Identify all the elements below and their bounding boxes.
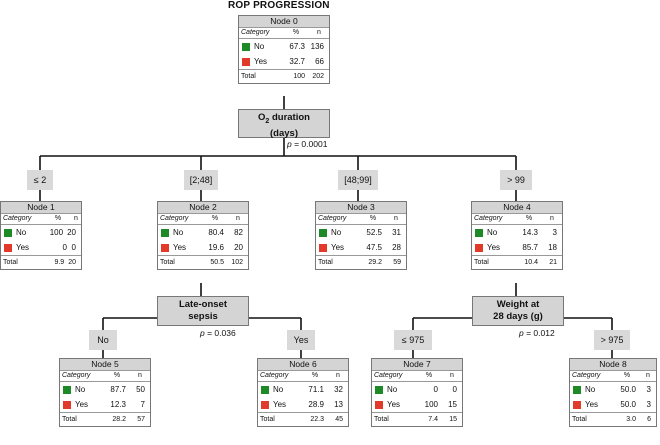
red-swatch-icon <box>319 243 327 252</box>
p-value-weight: p = 0.012 <box>519 328 555 338</box>
column-headers: Category % n <box>239 28 329 39</box>
branch-label-sepsis-yes: Yes <box>287 330 315 350</box>
red-swatch-icon <box>573 400 581 409</box>
green-swatch-icon <box>375 385 383 394</box>
red-swatch-icon <box>242 57 250 66</box>
green-swatch-icon <box>4 228 12 237</box>
tree-node-0: Node 0 Category % n No 67.3 136 Yes 32.7… <box>238 15 330 84</box>
split-late-onset-sepsis: Late-onset sepsis <box>157 296 249 326</box>
red-swatch-icon <box>475 243 483 252</box>
row-yes: Yes 32.7 66 <box>239 54 329 69</box>
split-weight-28-days: Weight at 28 days (g) <box>472 296 564 326</box>
branch-label-2-48: [2;48] <box>184 170 218 190</box>
branch-label-gt99: > 99 <box>500 170 532 190</box>
green-swatch-icon <box>63 385 71 394</box>
red-swatch-icon <box>4 243 12 252</box>
chart-title: ROP PROGRESSION <box>228 0 330 11</box>
row-no: No 67.3 136 <box>239 39 329 54</box>
branch-label-48-99: [48;99] <box>338 170 378 190</box>
p-value-sepsis: p = 0.036 <box>200 328 236 338</box>
red-swatch-icon <box>375 400 383 409</box>
green-swatch-icon <box>573 385 581 394</box>
red-swatch-icon <box>161 243 169 252</box>
red-swatch-icon <box>63 400 71 409</box>
green-swatch-icon <box>319 228 327 237</box>
split-o2-line1: O2 duration <box>258 112 310 125</box>
green-swatch-icon <box>475 228 483 237</box>
row-total: Total 100 202 <box>239 69 329 83</box>
branch-label-le975: ≤ 975 <box>394 330 432 350</box>
red-swatch-icon <box>261 400 269 409</box>
green-swatch-icon <box>161 228 169 237</box>
green-swatch-icon <box>242 42 250 51</box>
branch-label-sepsis-no: No <box>89 330 117 350</box>
split-o2-line2: (days) <box>270 127 298 139</box>
branch-label-gt975: > 975 <box>594 330 630 350</box>
branch-label-le2: ≤ 2 <box>27 170 53 190</box>
green-swatch-icon <box>261 385 269 394</box>
node-label: Node 0 <box>239 16 329 28</box>
split-o2-duration: O2 duration (days) <box>238 109 330 139</box>
p-value-o2: p = 0.0001 <box>287 139 328 149</box>
